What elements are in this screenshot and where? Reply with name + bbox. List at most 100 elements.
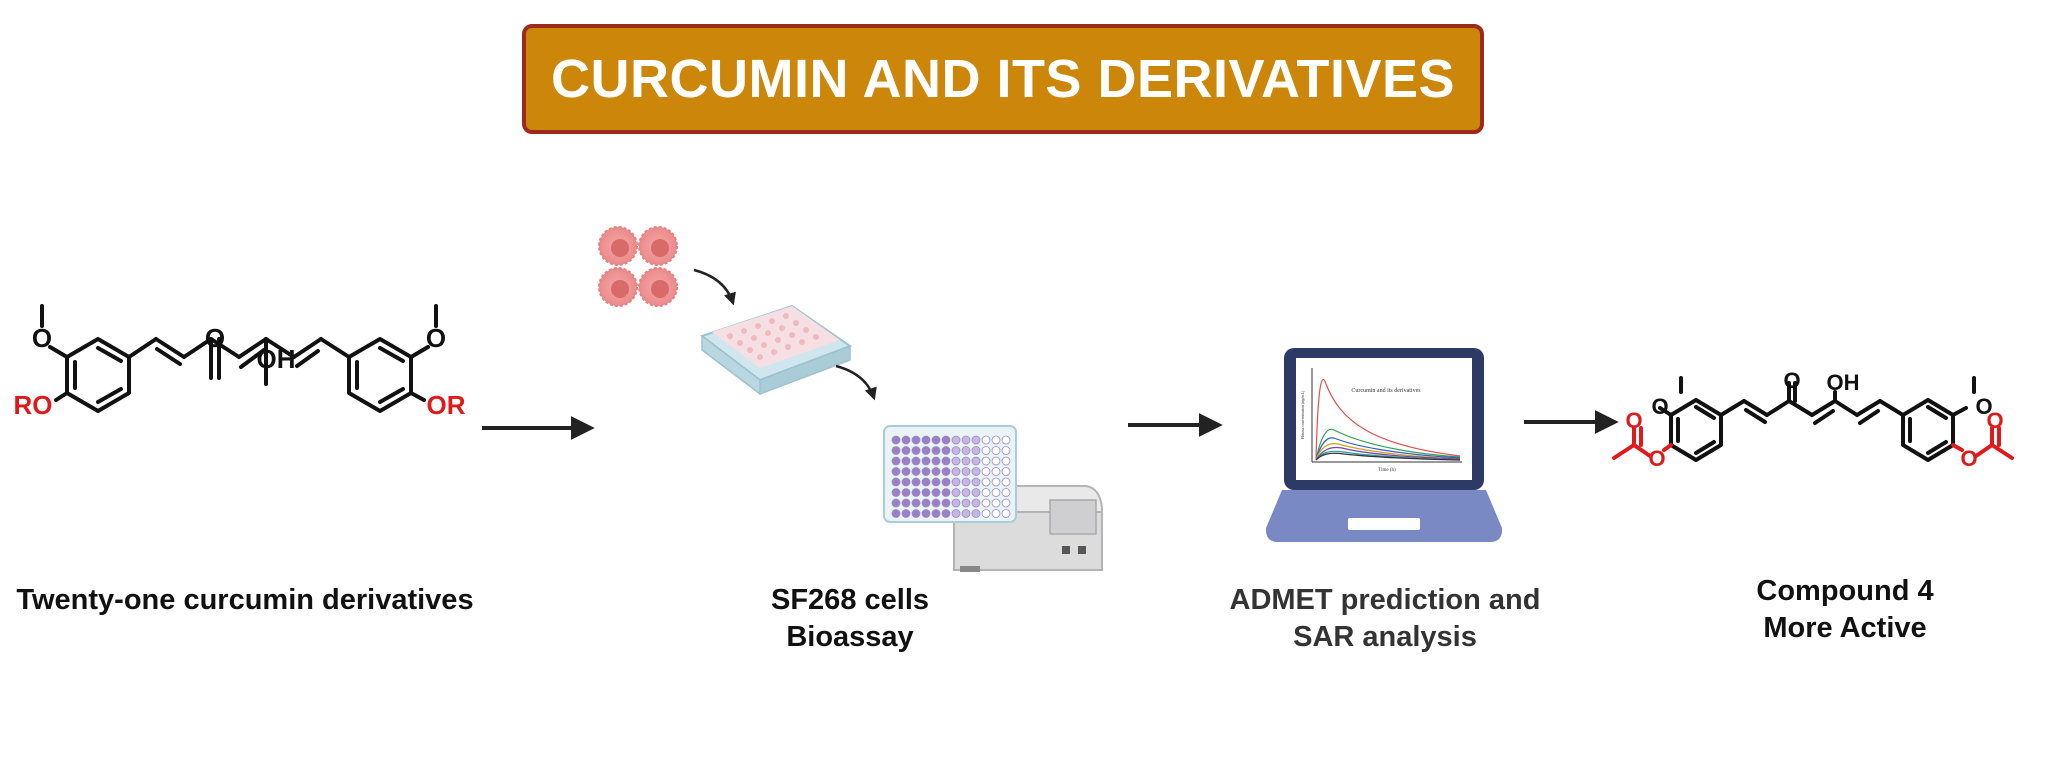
plate-well xyxy=(901,477,911,487)
plate-well xyxy=(891,435,901,445)
step-label-line: Bioassay xyxy=(786,621,914,653)
methoxy-o-right: O xyxy=(426,323,446,353)
plate-well xyxy=(941,477,951,487)
plate-well xyxy=(981,467,991,476)
plate-well xyxy=(991,488,1001,497)
plate-well xyxy=(961,435,971,445)
plate-well xyxy=(971,435,981,445)
plate-well xyxy=(911,488,921,497)
plate-well xyxy=(891,467,901,476)
plate-well xyxy=(891,488,901,497)
plate-well xyxy=(941,498,951,508)
plate-well xyxy=(1001,477,1011,487)
plate-well xyxy=(891,477,901,487)
plate-well xyxy=(951,477,961,487)
96-well-plate-icon xyxy=(883,425,1017,523)
plate-well xyxy=(961,456,971,466)
plate-well xyxy=(1001,446,1011,455)
plate-well xyxy=(961,488,971,497)
plate-well xyxy=(961,477,971,487)
title-text: CURCUMIN AND ITS DERIVATIVES xyxy=(550,49,1456,109)
laptop-chart: Curcumin and its derivatives Time (h) Pl… xyxy=(1300,368,1462,473)
plate-well xyxy=(941,488,951,497)
step-label-bioassay: SF268 cells Bioassay xyxy=(700,582,1000,656)
plate-well xyxy=(971,467,981,476)
plate-well xyxy=(951,435,961,445)
plate-well xyxy=(931,509,941,518)
plate-well xyxy=(921,446,931,455)
step-label-line: More Active xyxy=(1763,612,1927,644)
laptop-chart-ylabel: Plasma concentration (ng/mL) xyxy=(1300,390,1305,439)
plate-well xyxy=(931,488,941,497)
ketone-o: O xyxy=(205,323,225,353)
step-label-line: SAR analysis xyxy=(1293,621,1477,653)
plate-well xyxy=(951,456,961,466)
plate-well xyxy=(901,509,911,518)
plate-well xyxy=(911,446,921,455)
plate-well xyxy=(901,446,911,455)
plate-well xyxy=(931,456,941,466)
plate-well xyxy=(911,498,921,508)
plate-well xyxy=(931,477,941,487)
laptop-chart-title: Curcumin and its derivatives xyxy=(1351,388,1421,394)
plate-well xyxy=(951,467,961,476)
plate-well xyxy=(971,456,981,466)
plate-well xyxy=(971,509,981,518)
step-label-admet: ADMET prediction and SAR analysis xyxy=(1200,582,1570,656)
carbonyl-o-right: O xyxy=(1986,408,2003,433)
plate-well xyxy=(981,456,991,466)
plate-well xyxy=(921,509,931,518)
enol-oh: OH xyxy=(257,344,296,374)
plate-well xyxy=(961,467,971,476)
plate-well xyxy=(991,498,1001,508)
plate-well xyxy=(901,456,911,466)
compound-4-structure xyxy=(1658,376,1976,462)
plate-well xyxy=(921,498,931,508)
step-label-compound4: Compound 4 More Active xyxy=(1690,573,2000,647)
plate-well xyxy=(961,498,971,508)
plate-well xyxy=(1001,509,1011,518)
plate-well xyxy=(911,467,921,476)
step-label-derivatives: Twenty-one curcumin derivatives xyxy=(0,582,490,619)
plate-well xyxy=(951,488,961,497)
step-label-line: SF268 cells xyxy=(771,584,929,616)
plate-well xyxy=(931,498,941,508)
plate-well xyxy=(991,509,1001,518)
plate-well xyxy=(951,498,961,508)
ester-o-left: O xyxy=(1648,446,1665,471)
plate-well xyxy=(921,488,931,497)
plate-well xyxy=(921,477,931,487)
plate-well xyxy=(901,498,911,508)
plate-well xyxy=(1001,456,1011,466)
or-group-right: OR xyxy=(427,390,466,420)
step-label-line: Compound 4 xyxy=(1756,575,1934,607)
step-label-line: ADMET prediction and xyxy=(1229,584,1541,616)
plate-well xyxy=(981,488,991,497)
methoxy-o-left: O xyxy=(32,323,52,353)
title-banner: CURCUMIN AND ITS DERIVATIVES xyxy=(522,24,1484,134)
plate-well xyxy=(991,467,1001,476)
plate-well xyxy=(901,435,911,445)
plate-well xyxy=(941,456,951,466)
plate-well xyxy=(911,456,921,466)
acetyl-groups xyxy=(1612,426,2014,460)
plate-well xyxy=(951,446,961,455)
compound4-ketone-o: O xyxy=(1783,368,1800,393)
carbonyl-o-left: O xyxy=(1625,408,1642,433)
plate-well xyxy=(991,435,1001,445)
plate-well xyxy=(921,456,931,466)
plate-well xyxy=(911,509,921,518)
plate-well xyxy=(981,477,991,487)
plate-well xyxy=(911,477,921,487)
plate-well xyxy=(941,435,951,445)
plate-well xyxy=(981,435,991,445)
plate-well xyxy=(931,435,941,445)
curved-arrow-cells xyxy=(693,268,736,306)
step-label-line: Twenty-one curcumin derivatives xyxy=(16,584,474,616)
plate-well xyxy=(1001,435,1011,445)
plate-well xyxy=(961,446,971,455)
ro-group-left: RO xyxy=(14,390,53,420)
culture-plate-icon xyxy=(699,304,853,396)
plate-well xyxy=(891,456,901,466)
plate-well xyxy=(931,446,941,455)
